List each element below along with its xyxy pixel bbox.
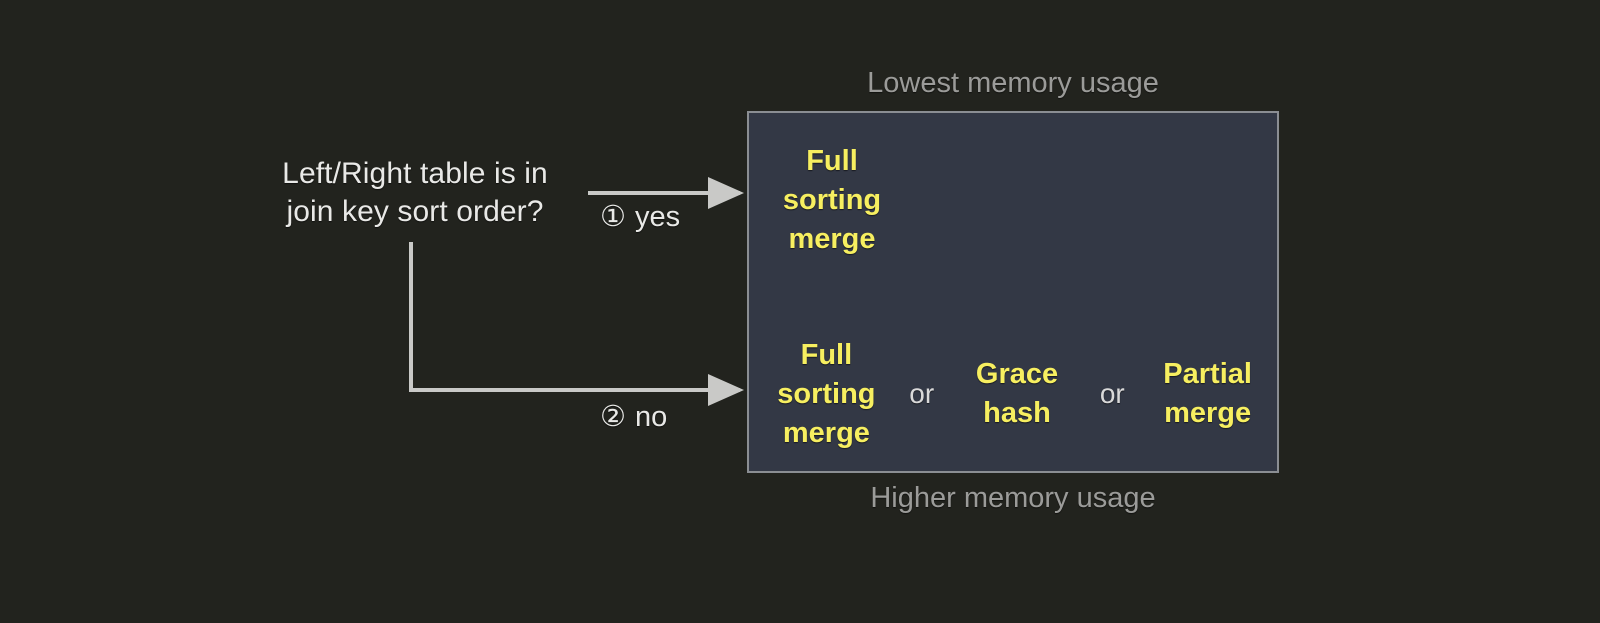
option-separator-1: or: [909, 378, 935, 409]
caption-higher-memory: Higher memory usage: [870, 482, 1156, 514]
option-row-unsorted: Full sorting merge or Grace hash or Part…: [749, 329, 1277, 459]
option-row-sorted: Full sorting merge: [749, 135, 1277, 265]
branch-label-yes: ① yes: [600, 200, 680, 234]
branch-text-yes: yes: [635, 201, 681, 233]
arrow-no-branch: [409, 242, 744, 406]
caption-lowest-memory: Lowest memory usage: [867, 67, 1159, 99]
option-full-sorting-merge-sorted: Full sorting merge: [782, 144, 882, 255]
option-grace-hash: Grace hash: [975, 358, 1059, 429]
branch-label-no: ② no: [600, 400, 667, 434]
branch-text-no: no: [635, 401, 668, 433]
branch-marker-2: ②: [600, 401, 626, 433]
option-full-sorting-merge-unsorted: Full sorting merge: [777, 338, 876, 449]
join-options-box: Full sorting merge Full sorting merge or…: [747, 111, 1279, 473]
branch-marker-1: ①: [600, 201, 626, 233]
option-partial-merge: Partial merge: [1163, 358, 1252, 429]
option-separator-2: or: [1099, 378, 1125, 409]
decision-question: Left/Right table is in join key sort ord…: [282, 157, 548, 228]
